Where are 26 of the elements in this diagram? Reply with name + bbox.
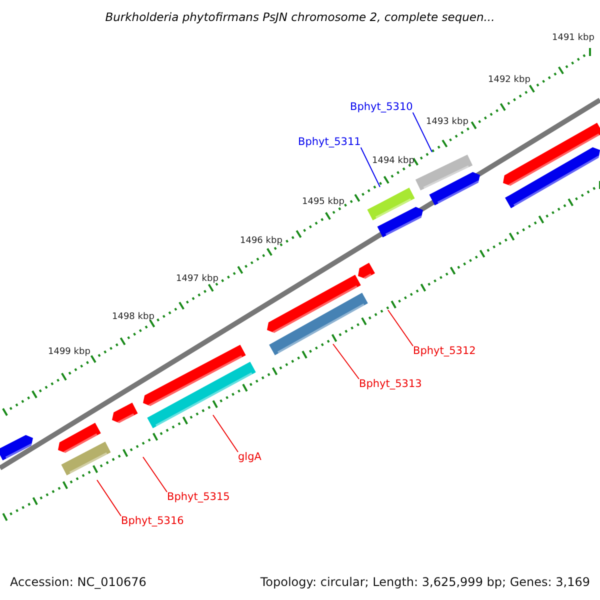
- scale-label: 1491 kbp: [552, 34, 594, 43]
- gene-label: glgA: [238, 452, 262, 462]
- scale-label: 1493 kbp: [426, 118, 468, 127]
- scale-label: 1499 kbp: [48, 348, 90, 357]
- scale-label: 1496 kbp: [240, 237, 282, 246]
- gene-label: Bphyt_5316: [121, 516, 184, 526]
- leader-line: [412, 112, 432, 152]
- leader-line: [212, 414, 238, 452]
- gene-label: Bphyt_5315: [167, 492, 230, 502]
- leader-line: [332, 344, 360, 380]
- leader-line: [96, 480, 122, 516]
- footer-text: Accession: NC_010676: [10, 576, 146, 588]
- leader-line: [388, 310, 414, 346]
- title: Burkholderia phytofirmans PsJN chromosome 2, complete sequen...: [104, 12, 496, 24]
- scale-label: 1492 kbp: [488, 76, 530, 85]
- gene-label: Bphyt_5312: [413, 346, 476, 356]
- scale-label: 1497 kbp: [176, 275, 218, 284]
- footer-text: Topology: circular; Length: 3,625,999 bp; Genes: 3,169: [260, 576, 590, 588]
- gene-label: Bphyt_5313: [359, 379, 422, 390]
- scale-label: 1495 kbp: [302, 198, 344, 207]
- leader-line: [360, 147, 380, 188]
- scale-label: 1494 kbp: [372, 157, 414, 166]
- leader-line: [142, 456, 168, 492]
- scale-label: 1498 kbp: [112, 313, 154, 322]
- gene-label: Bphyt_5310: [350, 102, 413, 112]
- gene-label: Bphyt_5311: [298, 137, 361, 148]
